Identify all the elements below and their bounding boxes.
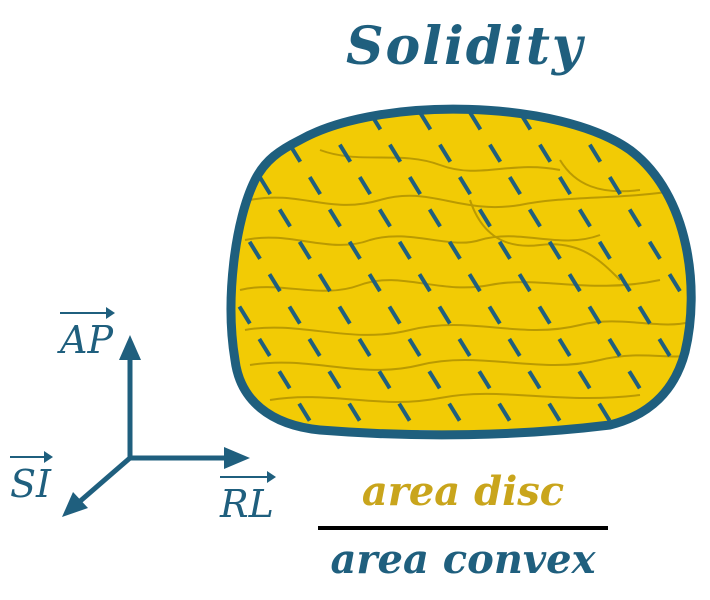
formula-numerator: area disc	[361, 468, 565, 515]
axes-gizmo	[62, 335, 250, 517]
formula-denominator: area convex	[330, 536, 596, 583]
rl-arrowhead	[224, 447, 250, 469]
ap-label-text: AP	[60, 318, 114, 362]
rl-label-text: RL	[220, 482, 274, 526]
title-text: Solidity	[346, 16, 585, 77]
fraction-bar	[318, 526, 608, 530]
rl-label: RL	[220, 471, 276, 526]
convex-hull-outline	[226, 104, 696, 440]
si-label-text: SI	[10, 462, 52, 506]
si-label: SI	[10, 451, 54, 506]
disc-area	[231, 109, 692, 434]
si-arrowhead	[62, 492, 88, 517]
si-axis	[76, 456, 132, 505]
ap-arrowhead	[119, 335, 141, 360]
ap-label: AP	[60, 307, 116, 362]
